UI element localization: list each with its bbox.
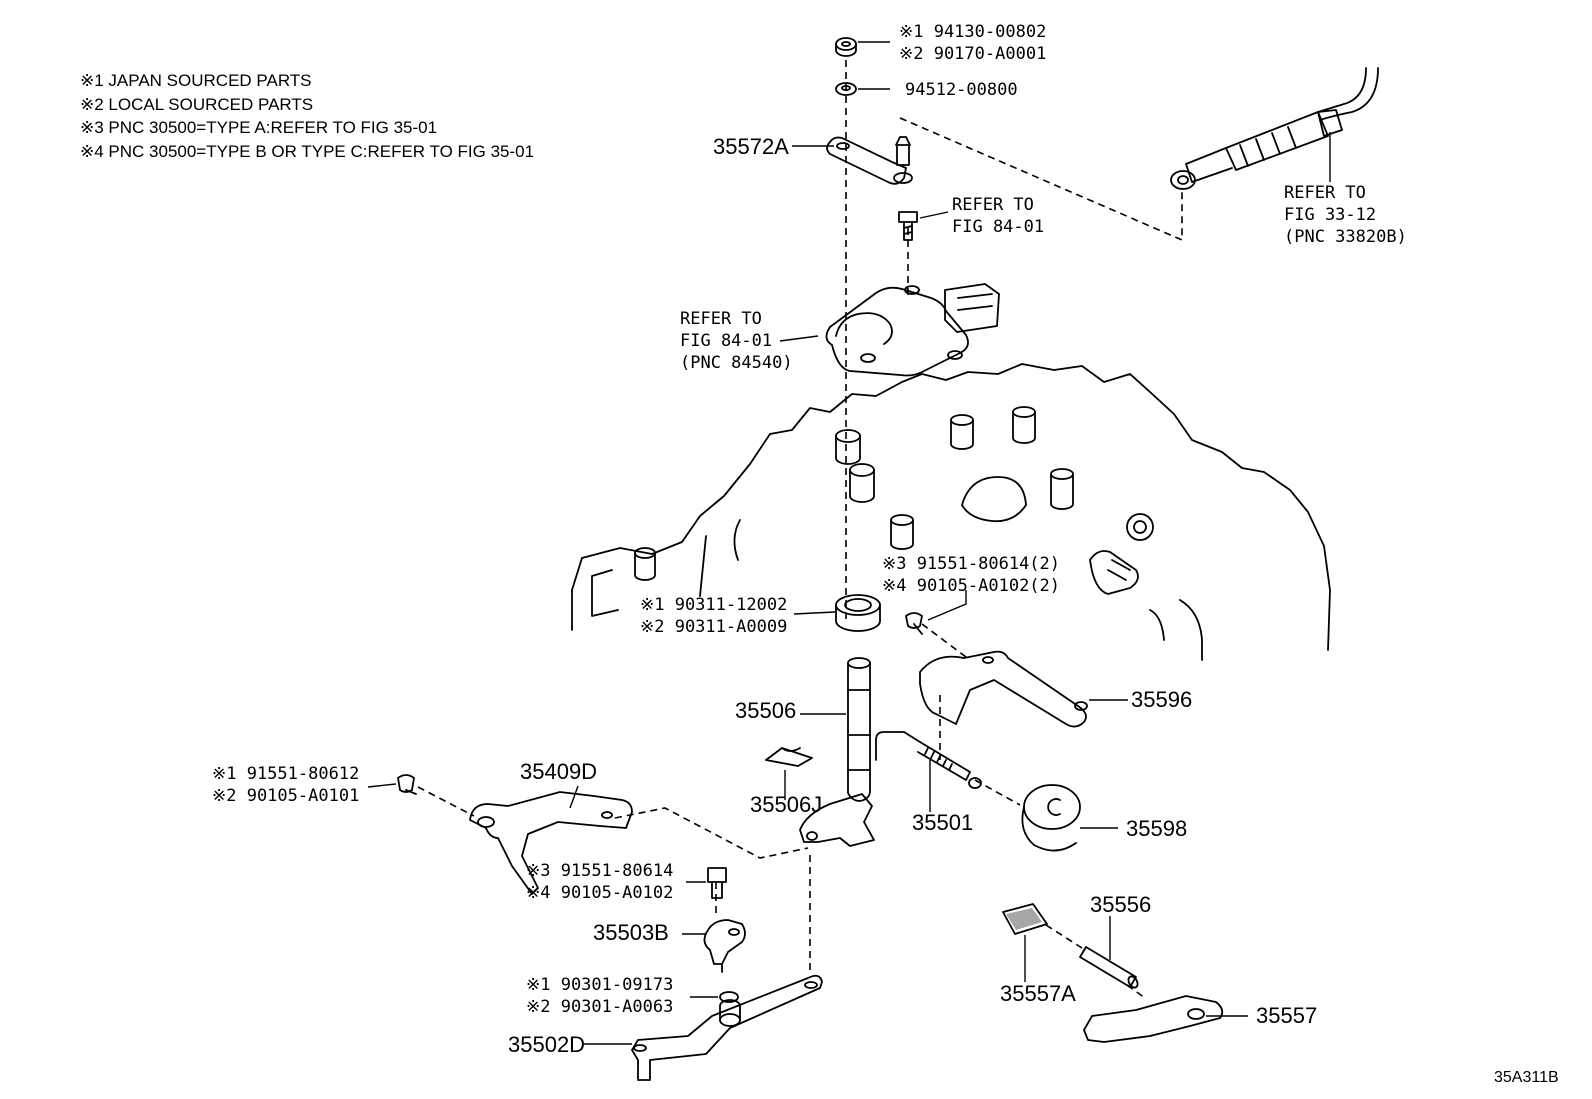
note-2: ※2 LOCAL SOURCED PARTS: [80, 95, 313, 114]
notes-block: ※1 JAPAN SOURCED PARTS ※2 LOCAL SOURCED …: [80, 71, 534, 161]
shaft-35506: [847, 657, 871, 802]
neutral-start-switch: [825, 283, 1000, 377]
assembly-lines: [417, 60, 1183, 999]
label-bolt-middle-1: ※3 91551-80614: [526, 861, 673, 881]
label-35409d: 35409D: [520, 759, 597, 784]
label-refer-bolt-2: FIG 84-01: [952, 217, 1044, 237]
label-bolt-right-1: ※3 91551-80614(2): [882, 554, 1060, 574]
lever-35557: [1083, 995, 1224, 1043]
washer-top: [835, 82, 857, 96]
bolt-left-line: [417, 786, 475, 817]
label-35556: 35556: [1090, 892, 1151, 917]
label-35506j: 35506J: [750, 792, 822, 817]
clip-35506j: [765, 747, 813, 767]
label-35506: 35506: [735, 698, 796, 723]
label-washer-top: 94512-00800: [905, 80, 1018, 100]
label-refer-switch-3: (PNC 84540): [680, 353, 793, 373]
label-seal-1: ※1 90311-12002: [640, 595, 787, 615]
note-1: ※1 JAPAN SOURCED PARTS: [80, 71, 312, 90]
label-35557a: 35557A: [1000, 981, 1076, 1006]
label-nut-top-1: ※1 94130-00802: [899, 22, 1046, 42]
lever-35503b: [703, 919, 746, 973]
lever-35409d: [469, 791, 633, 895]
label-bolt-middle-2: ※4 90105-A0102: [526, 883, 673, 903]
label-refer-cable-2: FIG 33-12: [1284, 205, 1376, 225]
rod-35501: [875, 731, 982, 789]
lever-35596: [919, 650, 1088, 728]
label-35572a: 35572A: [713, 134, 789, 159]
label-refer-cable-3: (PNC 33820B): [1284, 227, 1407, 247]
shift-cable: [1170, 67, 1379, 190]
figure-code: 35A311B: [1494, 1069, 1559, 1086]
label-35502d: 35502D: [508, 1032, 585, 1057]
spring-line: [974, 779, 1021, 806]
label-35598: 35598: [1126, 816, 1187, 841]
note-3: ※3 PNC 30500=TYPE A:REFER TO FIG 35-01: [80, 118, 437, 137]
label-35596: 35596: [1131, 687, 1192, 712]
lever-35572a: [826, 136, 913, 185]
label-bolt-left-2: ※2 90105-A0101: [212, 786, 359, 806]
bolt-middle: [707, 867, 727, 899]
label-nut-top-2: ※2 90170-A0001: [899, 44, 1046, 64]
leader-lines: [367, 41, 1331, 1045]
detent-plate: [799, 793, 875, 847]
label-o-ring-2: ※2 90301-A0063: [526, 997, 673, 1017]
nut-top: [835, 37, 857, 57]
label-bolt-right-2: ※4 90105-A0102(2): [882, 576, 1060, 596]
label-bolt-left-1: ※1 91551-80612: [212, 764, 359, 784]
spring-35557a: [1002, 903, 1048, 935]
label-refer-cable-1: REFER TO: [1284, 183, 1366, 203]
oil-seal: [835, 594, 881, 632]
label-refer-bolt-1: REFER TO: [952, 195, 1034, 215]
note-4: ※4 PNC 30500=TYPE B OR TYPE C:REFER TO F…: [80, 142, 534, 161]
lever-link-line: [614, 807, 809, 859]
bolt-left: [397, 774, 417, 795]
part-labels: ※1 94130-00802 ※2 90170-A0001 94512-0080…: [212, 22, 1559, 1086]
pin-35556: [1079, 946, 1139, 989]
bolt-right: [905, 612, 923, 635]
bolt-right-line: [921, 623, 971, 661]
label-o-ring-1: ※1 90301-09173: [526, 975, 673, 995]
label-refer-switch-1: REFER TO: [680, 309, 762, 329]
cup-35598: [1021, 784, 1081, 852]
lever-35502d: [631, 974, 823, 1081]
o-ring: [719, 991, 739, 1003]
label-35501: 35501: [912, 810, 973, 835]
label-refer-switch-2: FIG 84-01: [680, 331, 772, 351]
cable-link-line: [899, 117, 1183, 242]
label-35557: 35557: [1256, 1003, 1317, 1028]
transmission-case: [571, 363, 1331, 661]
pin-line-1: [1045, 924, 1083, 949]
bolt-upper: [898, 211, 918, 241]
label-35503b: 35503B: [593, 920, 669, 945]
label-seal-2: ※2 90311-A0009: [640, 617, 787, 637]
